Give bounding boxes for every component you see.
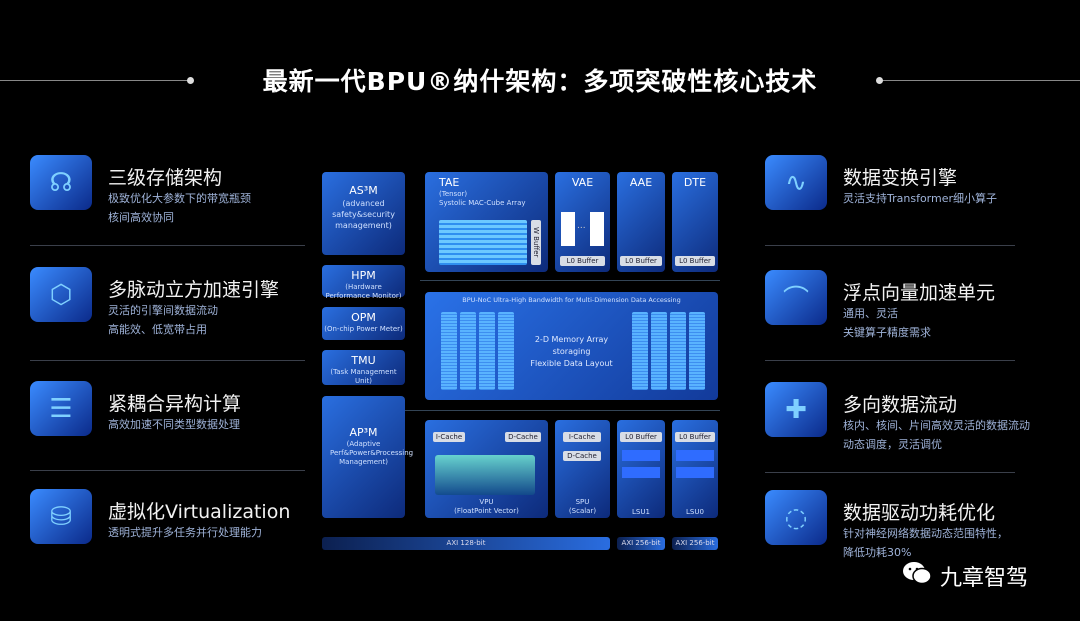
feature-desc: 核内、核间、片间高效灵活的数据流动 bbox=[843, 419, 1030, 432]
feature-desc: 动态调度，灵活调优 bbox=[843, 438, 942, 451]
cubes-icon: ⬡ bbox=[30, 267, 92, 322]
tmu-block: TMU(Task Management Unit) bbox=[322, 350, 405, 385]
feature-title: 紧耦合异构计算 bbox=[108, 393, 242, 415]
lsu-slot bbox=[622, 450, 660, 461]
lsu0-label: LSU0 bbox=[686, 508, 704, 516]
ap3m-block: AP³M(Adaptive Perf&Power&Processing Mana… bbox=[322, 396, 413, 518]
lsu-slot bbox=[622, 467, 660, 478]
noc-title: BPU-NoC Ultra-High Bandwidth for Multi-D… bbox=[462, 296, 681, 304]
feature-desc: 透明式提升多任务并行处理能力 bbox=[108, 526, 262, 539]
feature-divider bbox=[30, 360, 305, 361]
spu-label: SPU(Scalar) bbox=[568, 498, 597, 515]
i-cache: I-Cache bbox=[563, 432, 601, 442]
opm-block: OPM(On-chip Power Meter) bbox=[322, 307, 405, 340]
feature-title: 多脉动立方加速引擎 bbox=[108, 279, 280, 301]
axi-256-bus: AXI 256-bit bbox=[672, 537, 718, 550]
slide-title: 最新一代BPU®纳什架构：多项突破性核心技术 bbox=[262, 67, 818, 96]
bell-curve-icon: ⌒ bbox=[765, 270, 827, 325]
feature-desc: 灵活支持Transformer细小算子 bbox=[843, 192, 998, 205]
vae-lane bbox=[561, 212, 575, 246]
memory-column bbox=[498, 312, 514, 390]
memory-column bbox=[441, 312, 457, 390]
i-cache: I-Cache bbox=[433, 432, 465, 442]
l0-buffer: L0 Buffer bbox=[675, 256, 715, 266]
mac-cube-array bbox=[439, 220, 527, 265]
feature-title: 浮点向量加速单元 bbox=[843, 282, 996, 304]
feature-desc: 关键算子精度需求 bbox=[843, 326, 931, 339]
lsu1-block: L0 Buffer LSU1 bbox=[617, 420, 665, 518]
tae-block: TAE(Tensor)Systolic MAC-Cube Array W Buf… bbox=[425, 172, 548, 272]
memory-column bbox=[460, 312, 476, 390]
feature-title: 多向数据流动 bbox=[843, 394, 958, 416]
feature-desc: 降低功耗30% bbox=[843, 546, 912, 559]
vae-ellipsis: ... bbox=[577, 221, 586, 231]
wechat-icon bbox=[902, 560, 932, 586]
database-icon: ⛁ bbox=[30, 489, 92, 544]
axi-128-bus: AXI 128-bit bbox=[322, 537, 610, 550]
w-buffer: W Buffer bbox=[531, 220, 541, 265]
lsu1-label: LSU1 bbox=[632, 508, 650, 516]
sliders-icon: ☰ bbox=[30, 381, 92, 436]
brain-icon: ☊ bbox=[30, 155, 92, 210]
memory-column bbox=[479, 312, 495, 390]
lsu-slot bbox=[676, 467, 714, 478]
as3m-block: AS³M(advanced safety&security management… bbox=[322, 172, 405, 255]
feature-divider bbox=[30, 245, 305, 246]
feature-title: 数据驱动功耗优化 bbox=[843, 502, 996, 524]
axi-256-bus: AXI 256-bit bbox=[617, 537, 665, 550]
noc-block: BPU-NoC Ultra-High Bandwidth for Multi-D… bbox=[425, 292, 718, 400]
d-cache: D-Cache bbox=[563, 451, 601, 461]
feature-desc: 核间高效协同 bbox=[108, 211, 174, 224]
curve-icon: ∿ bbox=[765, 155, 827, 210]
crosshair-layers-icon: ✚ bbox=[765, 382, 827, 437]
feature-desc: 灵活的引擎间数据流动 bbox=[108, 304, 218, 317]
bus-line bbox=[405, 410, 720, 411]
vector-lanes bbox=[435, 455, 535, 495]
feature-desc: 通用、灵活 bbox=[843, 307, 898, 320]
laptop-icon: ◌ bbox=[765, 490, 827, 545]
vpu-block: I-Cache D-Cache VPU(FloatPoint Vector) bbox=[425, 420, 548, 518]
feature-desc: 高能效、低宽带占用 bbox=[108, 323, 207, 336]
l0-buffer: L0 Buffer bbox=[560, 256, 605, 266]
memory-column bbox=[689, 312, 705, 390]
title-divider-right bbox=[880, 80, 1080, 81]
feature-divider bbox=[765, 360, 1015, 361]
feature-title: 三级存储架构 bbox=[108, 167, 223, 189]
d-cache: D-Cache bbox=[505, 432, 541, 442]
vpu-label: VPU(FloatPoint Vector) bbox=[454, 498, 519, 515]
memory-column bbox=[670, 312, 686, 390]
title-dot-right bbox=[876, 77, 883, 84]
feature-divider bbox=[765, 245, 1015, 246]
memory-column bbox=[651, 312, 667, 390]
feature-title: 数据变换引擎 bbox=[843, 167, 958, 189]
title-dot-left bbox=[187, 77, 194, 84]
watermark: 九章智驾 bbox=[940, 566, 1029, 591]
feature-divider bbox=[765, 472, 1015, 473]
vae-block: VAE ... L0 Buffer bbox=[555, 172, 610, 272]
noc-line bbox=[420, 280, 720, 281]
hpm-block: HPM(Hardware Performance Monitor) bbox=[322, 265, 405, 300]
spu-block: I-Cache D-Cache SPU(Scalar) bbox=[555, 420, 610, 518]
lsu-slot bbox=[676, 450, 714, 461]
l0-buffer: L0 Buffer bbox=[675, 432, 715, 442]
lsu0-block: L0 Buffer LSU0 bbox=[672, 420, 718, 518]
feature-desc: 高效加速不同类型数据处理 bbox=[108, 418, 240, 431]
feature-title: 虚拟化Virtualization bbox=[108, 501, 291, 523]
vae-lane bbox=[590, 212, 604, 246]
feature-divider bbox=[30, 470, 305, 471]
feature-desc: 针对神经网络数据动态范围特性， bbox=[843, 527, 1008, 540]
memory-column bbox=[632, 312, 648, 390]
l0-buffer: L0 Buffer bbox=[620, 432, 662, 442]
feature-desc: 极致优化大参数下的带宽瓶颈 bbox=[108, 192, 251, 205]
title-divider-left bbox=[0, 80, 190, 81]
l0-buffer: L0 Buffer bbox=[620, 256, 662, 266]
